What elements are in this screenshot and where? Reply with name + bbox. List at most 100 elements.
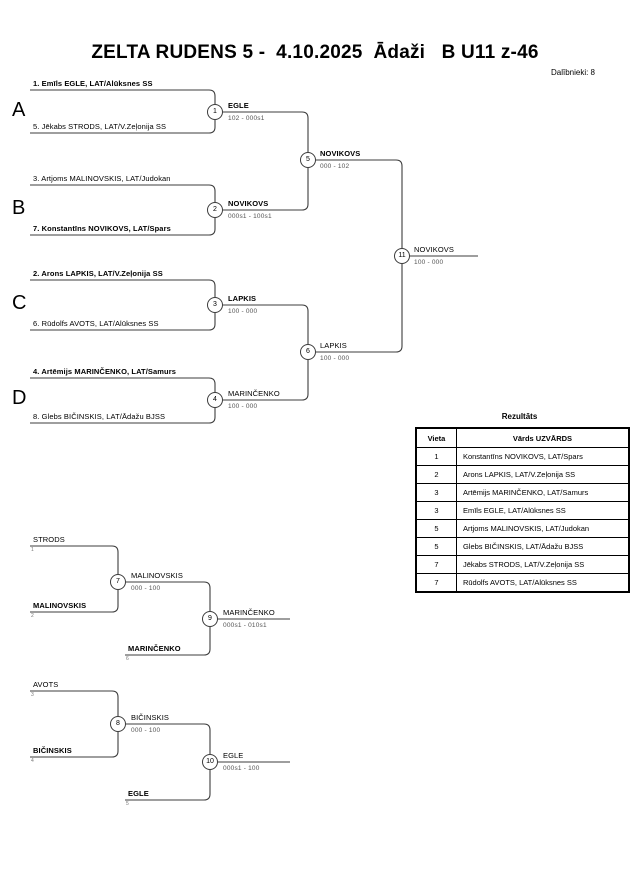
- repechage-entrant-ref: 6: [126, 656, 129, 662]
- bracket-line: [223, 111, 309, 152]
- table-row: 5 Artjoms MALINOVSKIS, LAT/Judokan: [415, 519, 630, 538]
- bracket-line: [126, 581, 211, 611]
- name-cell: Emīls EGLE, LAT/Alūksnes SS: [455, 501, 630, 520]
- table-row: 3 Emīls EGLE, LAT/Alūksnes SS: [415, 501, 630, 520]
- match-circle-4: 4: [207, 392, 223, 408]
- table-row: 7 Jēkabs STRODS, LAT/V.Zeļonija SS: [415, 555, 630, 574]
- page-title: ZELTA RUDENS 5 - 4.10.2025 Ādaži B U11 z…: [91, 42, 539, 63]
- name-cell: Artēmijs MARINČENKO, LAT/Samurs: [455, 483, 630, 502]
- repechage-entrant-name: MALINOVSKIS: [33, 601, 87, 610]
- results-header-row: Vieta Vārds UZVĀRDS: [415, 427, 630, 448]
- place-cell: 3: [415, 483, 457, 502]
- name-cell: Konstantīns NOVIKOVS, LAT/Spars: [455, 447, 630, 466]
- entrant-name: 2. Arons LAPKIS, LAT/V.Zeļonija SS: [33, 269, 163, 278]
- name-cell: Arons LAPKIS, LAT/V.Zeļonija SS: [455, 465, 630, 484]
- match-circle-9: 9: [202, 611, 218, 627]
- bracket-line: [30, 690, 119, 716]
- match-winner-name: EGLE: [223, 751, 244, 760]
- section-label-c: C: [12, 292, 27, 314]
- match-circle-6: 6: [300, 344, 316, 360]
- match-score: 000 - 100: [131, 585, 161, 592]
- bracket-line: [30, 408, 216, 424]
- match-score: 100 - 000: [414, 259, 444, 266]
- entrant-name: 4. Artēmijs MARINČENKO, LAT/Samurs: [33, 367, 177, 376]
- section-label-a: A: [12, 99, 26, 121]
- match-winner-name: MALINOVSKIS: [131, 571, 183, 580]
- repechage-entrant-name: STRODS: [33, 535, 65, 544]
- place-cell: 5: [415, 519, 457, 538]
- name-cell: Rūdolfs AVOTS, LAT/Alūksnes SS: [455, 573, 630, 593]
- match-circle-3: 3: [207, 297, 223, 313]
- participants-count: Dalībnieki: 8: [550, 68, 595, 77]
- table-row: 2 Arons LAPKIS, LAT/V.Zeļonija SS: [415, 465, 630, 484]
- match-winner-name: MARINČENKO: [223, 608, 275, 617]
- match-circle-7: 7: [110, 574, 126, 590]
- match-score: 100 - 000: [228, 308, 258, 315]
- section-label-b: B: [12, 197, 26, 219]
- bracket-line: [30, 120, 216, 134]
- table-row: 7 Rūdolfs AVOTS, LAT/Alūksnes SS: [415, 573, 630, 593]
- match-winner-name: EGLE: [228, 101, 249, 110]
- place-cell: 1: [415, 447, 457, 466]
- bracket-line: [30, 313, 216, 331]
- entrant-name: 3. Artjoms MALINOVSKIS, LAT/Judokan: [33, 174, 171, 183]
- match-score: 000s1 - 010s1: [223, 622, 267, 629]
- repechage-entrant-ref: 4: [31, 758, 34, 764]
- match-circle-10: 10: [202, 754, 218, 770]
- match-winner-name: NOVIKOVS: [414, 245, 454, 254]
- repechage-entrant-ref: 3: [31, 692, 34, 698]
- match-winner-name: MARINČENKO: [228, 389, 280, 398]
- entrant-name: 5. Jēkabs STRODS, LAT/V.Zeļonija SS: [33, 122, 167, 131]
- bracket-line: [316, 159, 403, 248]
- column-header-name: Vārds UZVĀRDS: [455, 427, 630, 448]
- match-winner-name: NOVIKOVS: [320, 149, 361, 158]
- bracket-line: [30, 218, 216, 236]
- match-score: 100 - 000: [228, 403, 258, 410]
- match-score: 102 - 000s1: [228, 115, 265, 122]
- match-winner-name: LAPKIS: [320, 341, 347, 350]
- repechage-entrant-name: BIČINSKIS: [33, 746, 72, 755]
- column-header-place: Vieta: [415, 427, 457, 448]
- bracket-line: [30, 279, 216, 297]
- match-score: 000 - 100: [131, 727, 161, 734]
- match-circle-1: 1: [207, 104, 223, 120]
- repechage-entrant-name: MARINČENKO: [128, 644, 181, 653]
- entrant-name: 6. Rūdolfs AVOTS, LAT/Alūksnes SS: [33, 319, 159, 328]
- bracket-line: [223, 360, 309, 401]
- repechage-entrant-ref: 2: [31, 613, 34, 619]
- bracket-line: [30, 732, 119, 758]
- match-winner-name: NOVIKOVS: [228, 199, 269, 208]
- entrant-name: 8. Glebs BIČINSKIS, LAT/Ādažu BJSS: [33, 412, 166, 421]
- bracket-line: [125, 627, 211, 656]
- table-row: 3 Artēmijs MARINČENKO, LAT/Samurs: [415, 483, 630, 502]
- match-score: 000s1 - 100s1: [228, 213, 272, 220]
- bracket-line: [125, 770, 211, 801]
- place-cell: 5: [415, 537, 457, 556]
- match-score: 100 - 000: [320, 355, 350, 362]
- bracket-line: [316, 264, 403, 353]
- bracket-line: [223, 168, 309, 211]
- results-table: Vieta Vārds UZVĀRDS 1 Konstantīns NOVIKO…: [415, 427, 630, 593]
- bracket-line: [30, 377, 216, 392]
- place-cell: 2: [415, 465, 457, 484]
- repechage-entrant-name: EGLE: [128, 789, 149, 798]
- match-circle-11: 11: [394, 248, 410, 264]
- entrant-name: 7. Konstantīns NOVIKOVS, LAT/Spars: [33, 224, 171, 233]
- place-cell: 3: [415, 501, 457, 520]
- bracket-line: [30, 89, 216, 104]
- place-cell: 7: [415, 573, 457, 593]
- table-row: 5 Glebs BIČINSKIS, LAT/Ādažu BJSS: [415, 537, 630, 556]
- section-label-d: D: [12, 387, 27, 409]
- entrant-name: 1. Emīls EGLE, LAT/Alūksnes SS: [33, 79, 153, 88]
- name-cell: Jēkabs STRODS, LAT/V.Zeļonija SS: [455, 555, 630, 574]
- results-title: Rezultāts: [501, 412, 538, 421]
- bracket-line: [30, 590, 119, 613]
- name-cell: Artjoms MALINOVSKIS, LAT/Judokan: [455, 519, 630, 538]
- name-cell: Glebs BIČINSKIS, LAT/Ādažu BJSS: [455, 537, 630, 556]
- match-winner-name: BIČINSKIS: [131, 713, 169, 722]
- bracket-line: [30, 184, 216, 202]
- repechage-entrant-ref: 1: [31, 547, 34, 553]
- place-cell: 7: [415, 555, 457, 574]
